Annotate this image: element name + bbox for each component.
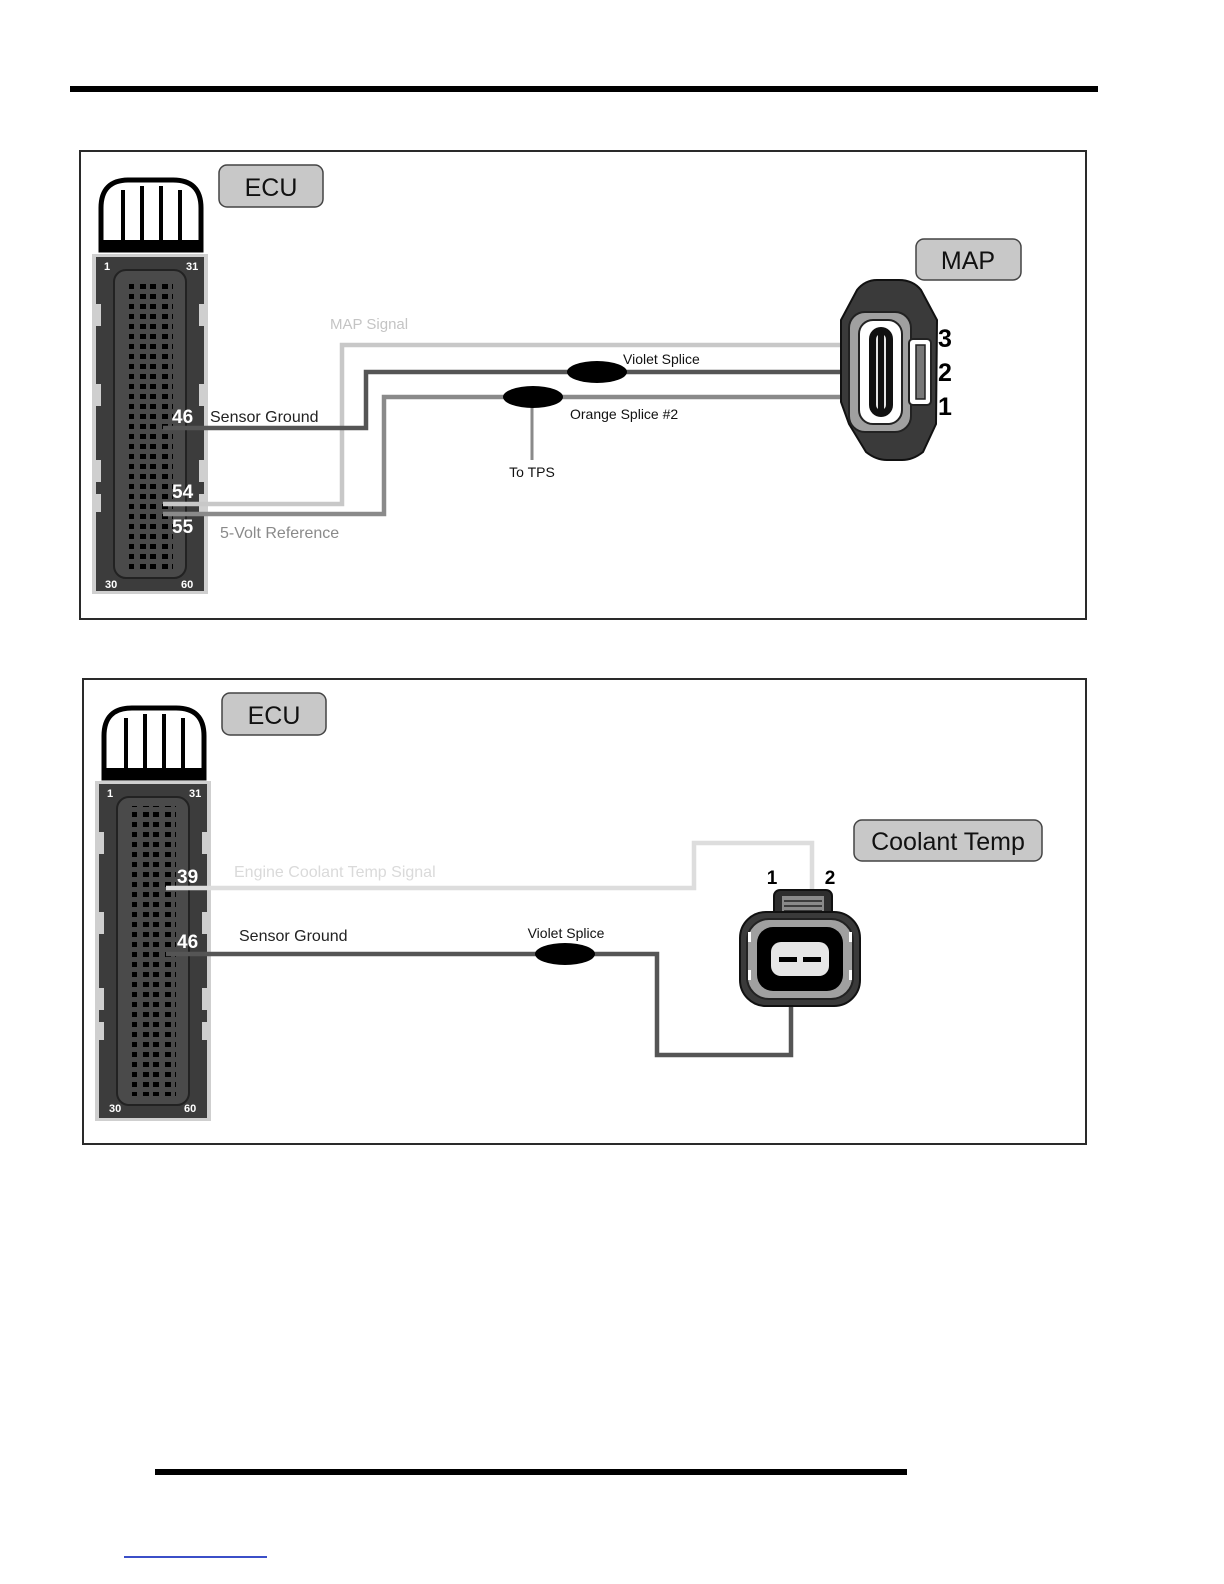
bottom-rule bbox=[155, 1469, 907, 1475]
footer-link-underline[interactable] bbox=[124, 1556, 267, 1558]
ecu-pin-39: 39 bbox=[177, 867, 198, 888]
violet-splice-label: Violet Splice bbox=[528, 925, 605, 941]
five-volt-reference-label: 5-Volt Reference bbox=[220, 525, 339, 542]
ecu-pin-31-label: 31 bbox=[189, 788, 201, 800]
coolant-temp-label: Coolant Temp bbox=[871, 828, 1025, 856]
coolant-sensor-pin-2: 2 bbox=[825, 868, 836, 889]
coolant-temp-diagram: 1 31 30 60 ECU Coolant Temp Engine Coola… bbox=[82, 678, 1087, 1145]
ecu-pin-46: 46 bbox=[172, 407, 193, 428]
map-pin-3: 3 bbox=[938, 325, 952, 353]
map-pin-2: 2 bbox=[938, 359, 952, 387]
coolant-temp-label-box: Coolant Temp bbox=[854, 820, 1042, 861]
ecu-harness-clip-icon bbox=[102, 708, 206, 779]
map-sensor-connector-icon bbox=[841, 280, 937, 460]
ecu-pin-54: 54 bbox=[172, 482, 194, 503]
ecu-pin-1-label: 1 bbox=[107, 788, 113, 800]
ecu-pin-30-label: 30 bbox=[105, 579, 117, 591]
ecu-label: ECU bbox=[245, 174, 298, 202]
coolant-sensor-pin-1: 1 bbox=[767, 868, 778, 889]
ecu-pin-30-label: 30 bbox=[109, 1103, 121, 1115]
map-label: MAP bbox=[941, 247, 995, 275]
ecu-harness-clip-icon bbox=[99, 180, 203, 251]
sensor-ground-wire bbox=[166, 954, 791, 1055]
ecu-pin-1-label: 1 bbox=[104, 261, 110, 273]
map-pin-1: 1 bbox=[938, 393, 952, 421]
sensor-ground-label: Sensor Ground bbox=[210, 409, 319, 426]
map-diagram-canvas: 1 31 30 60 ECU MAP MAP Signal Sensor Gro… bbox=[81, 152, 1085, 618]
ecu-pin-31-label: 31 bbox=[186, 261, 198, 273]
ecu-label-box: ECU bbox=[222, 693, 326, 735]
top-rule bbox=[70, 86, 1098, 92]
to-tps-label: To TPS bbox=[509, 464, 555, 480]
violet-splice bbox=[567, 361, 627, 383]
violet-splice-label: Violet Splice bbox=[623, 351, 700, 367]
ecu-pin-55: 55 bbox=[172, 517, 194, 538]
ect-signal-label: Engine Coolant Temp Signal bbox=[234, 864, 436, 881]
ecu-label: ECU bbox=[248, 702, 301, 730]
orange-splice-label: Orange Splice #2 bbox=[570, 406, 678, 422]
violet-splice bbox=[535, 943, 595, 965]
ecu-pin-46: 46 bbox=[177, 932, 198, 953]
ecu-pin-60-label: 60 bbox=[181, 579, 193, 591]
ecu-pin-60-label: 60 bbox=[184, 1103, 196, 1115]
map-label-box: MAP bbox=[916, 239, 1021, 280]
ecu-label-box: ECU bbox=[219, 165, 323, 207]
map-signal-label: MAP Signal bbox=[330, 316, 408, 333]
ecu-connector bbox=[95, 708, 211, 1121]
coolant-diagram-canvas: 1 31 30 60 ECU Coolant Temp Engine Coola… bbox=[84, 680, 1085, 1143]
coolant-temp-sensor-icon bbox=[740, 890, 860, 1006]
map-sensor-diagram: 1 31 30 60 ECU MAP MAP Signal Sensor Gro… bbox=[79, 150, 1087, 620]
orange-splice bbox=[503, 386, 563, 408]
sensor-ground-label: Sensor Ground bbox=[239, 928, 348, 945]
